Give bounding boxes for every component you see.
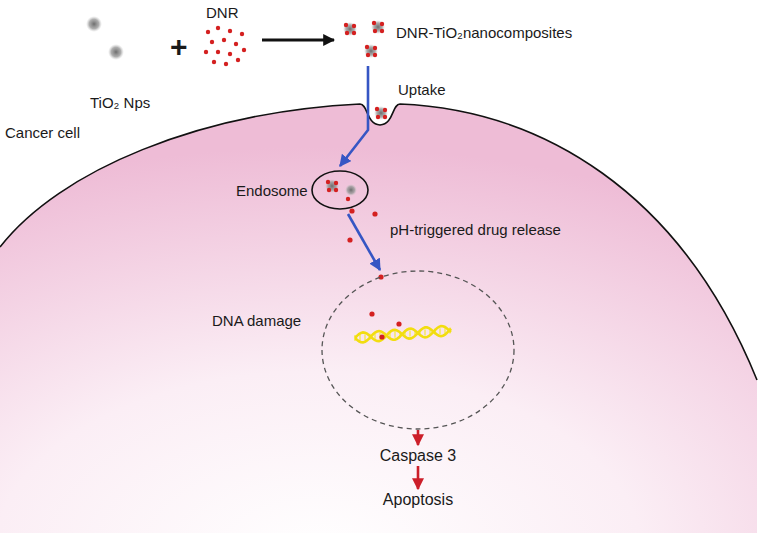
flow-arrow <box>262 38 334 41</box>
nucleus-outline <box>205 268 520 430</box>
nanocomposite-label: DNR-TiO₂nanocomposites <box>396 24 572 42</box>
nanocomposite-group: DNR-TiO₂nanocomposites <box>338 18 572 64</box>
nanoparticle-group: TiO₂ Nps <box>80 12 150 112</box>
plus-sign: + <box>170 30 188 64</box>
nanoparticle-icons <box>80 12 140 94</box>
endosome: Endosome <box>236 166 372 214</box>
flow-arrow <box>417 430 420 445</box>
drug-dots <box>200 22 252 68</box>
nanocomposite-icons <box>338 18 392 64</box>
nucleus: DNA damage <box>205 268 520 430</box>
pathway-step: Apoptosis <box>383 490 453 510</box>
cell-label: Cancer cell <box>5 124 80 142</box>
release-label: pH-triggered drug release <box>390 220 561 239</box>
drug-group: DNR <box>200 4 252 68</box>
endosome-label: Endosome <box>236 182 308 200</box>
flow-arrow <box>348 214 380 270</box>
uptake-label: Uptake <box>398 80 446 99</box>
process-step: Apoptosis <box>383 490 453 510</box>
drug-label: DNR <box>206 4 252 22</box>
flow-arrow <box>417 466 420 489</box>
flow-arrow <box>340 66 368 166</box>
pathway-step: Caspase 3 <box>380 446 457 466</box>
nucleus-label: DNA damage <box>212 312 301 330</box>
particle-label: TiO₂ Nps <box>90 94 150 112</box>
process-step: Caspase 3 <box>380 446 457 466</box>
